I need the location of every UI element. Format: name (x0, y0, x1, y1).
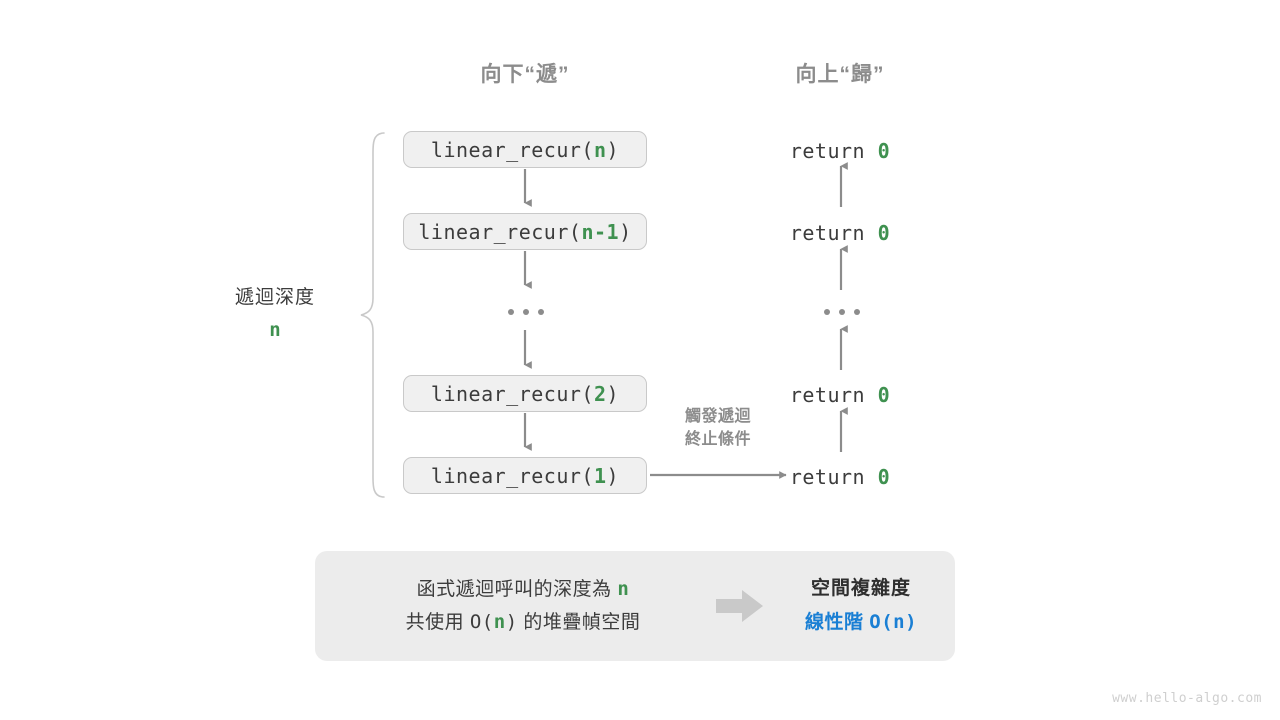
call-box-prefix: linear_recur( (430, 381, 594, 406)
call-box-prefix: linear_recur( (430, 463, 594, 488)
trigger-note-line2: 終止條件 (684, 431, 751, 449)
summary-line2-n: n (493, 611, 506, 633)
dot-icon (854, 309, 860, 315)
return-value: 0 (877, 465, 891, 489)
return-keyword: return (789, 221, 866, 245)
summary-result-value: 線性階 O(n) (777, 606, 945, 639)
watermark: www.hello-algo.com (1112, 691, 1262, 706)
dot-icon (839, 309, 845, 315)
summary-line2-tail: 的堆疊幀空間 (517, 612, 641, 633)
call-box-suffix: ) (606, 463, 620, 488)
call-box-suffix: ) (619, 219, 632, 244)
return-label: return 0 (715, 383, 965, 407)
call-box[interactable]: linear_recur(2) (403, 375, 647, 412)
return-keyword: return (789, 383, 866, 407)
call-box-suffix: ) (606, 137, 620, 162)
ellipsis-ascend (824, 309, 860, 315)
call-box-prefix: linear_recur( (430, 137, 594, 162)
depth-label-text: 遞迴深度 (234, 287, 315, 308)
dot-icon (538, 309, 544, 315)
summary-result-order: 線性階 (804, 611, 870, 633)
termination-condition-note: 觸發遞迴 終止條件 (648, 405, 788, 451)
dot-icon (824, 309, 830, 315)
right-arrow-icon (703, 589, 777, 623)
dot-icon (523, 309, 529, 315)
summary-line1-text: 函式遞迴呼叫的深度為 (416, 578, 618, 600)
call-box-arg: 2 (593, 381, 607, 406)
call-box-suffix: ) (606, 381, 620, 406)
return-label: return 0 (715, 139, 965, 163)
summary-line2-o: O( (469, 611, 494, 633)
return-keyword: return (789, 139, 866, 163)
summary-line2-text: 共使用 (405, 612, 470, 633)
return-keyword: return (789, 465, 866, 489)
summary-line2-close: ) (505, 611, 518, 633)
return-value: 0 (877, 383, 891, 407)
call-box[interactable]: linear_recur(1) (403, 457, 647, 494)
return-value: 0 (877, 221, 891, 245)
call-box-arg: n (593, 137, 607, 162)
recursion-depth-label: 遞迴深度 n (185, 282, 365, 341)
column-header-down: 向下“遞” (480, 63, 570, 86)
call-box[interactable]: linear_recur(n) (403, 131, 647, 168)
summary-panel: 函式遞迴呼叫的深度為 n 共使用 O(n) 的堆疊幀空間 空間複雜度 線性階 O… (315, 551, 955, 661)
return-value: 0 (877, 139, 891, 163)
call-box-arg: 1 (593, 463, 607, 488)
column-header-up: 向上“歸” (795, 63, 885, 86)
depth-label-value: n (269, 319, 281, 341)
summary-result-notation: O(n) (869, 610, 918, 633)
call-box[interactable]: linear_recur(n-1) (403, 213, 647, 250)
summary-result-title: 空間複雜度 (810, 578, 911, 600)
summary-line-2: 共使用 O(n) 的堆疊幀空間 (343, 606, 703, 639)
ellipsis-descend (508, 309, 544, 315)
return-label: return 0 (715, 465, 965, 489)
call-box-arg: n-1 (581, 219, 620, 244)
summary-line-1: 函式遞迴呼叫的深度為 n (343, 573, 703, 606)
summary-description: 函式遞迴呼叫的深度為 n 共使用 O(n) 的堆疊幀空間 (315, 573, 703, 640)
trigger-note-line1: 觸發遞迴 (684, 408, 751, 425)
return-label: return 0 (715, 221, 965, 245)
summary-result: 空間複雜度 線性階 O(n) (777, 573, 955, 639)
dot-icon (508, 309, 514, 315)
summary-line1-n: n (617, 577, 630, 600)
call-box-prefix: linear_recur( (418, 219, 582, 244)
